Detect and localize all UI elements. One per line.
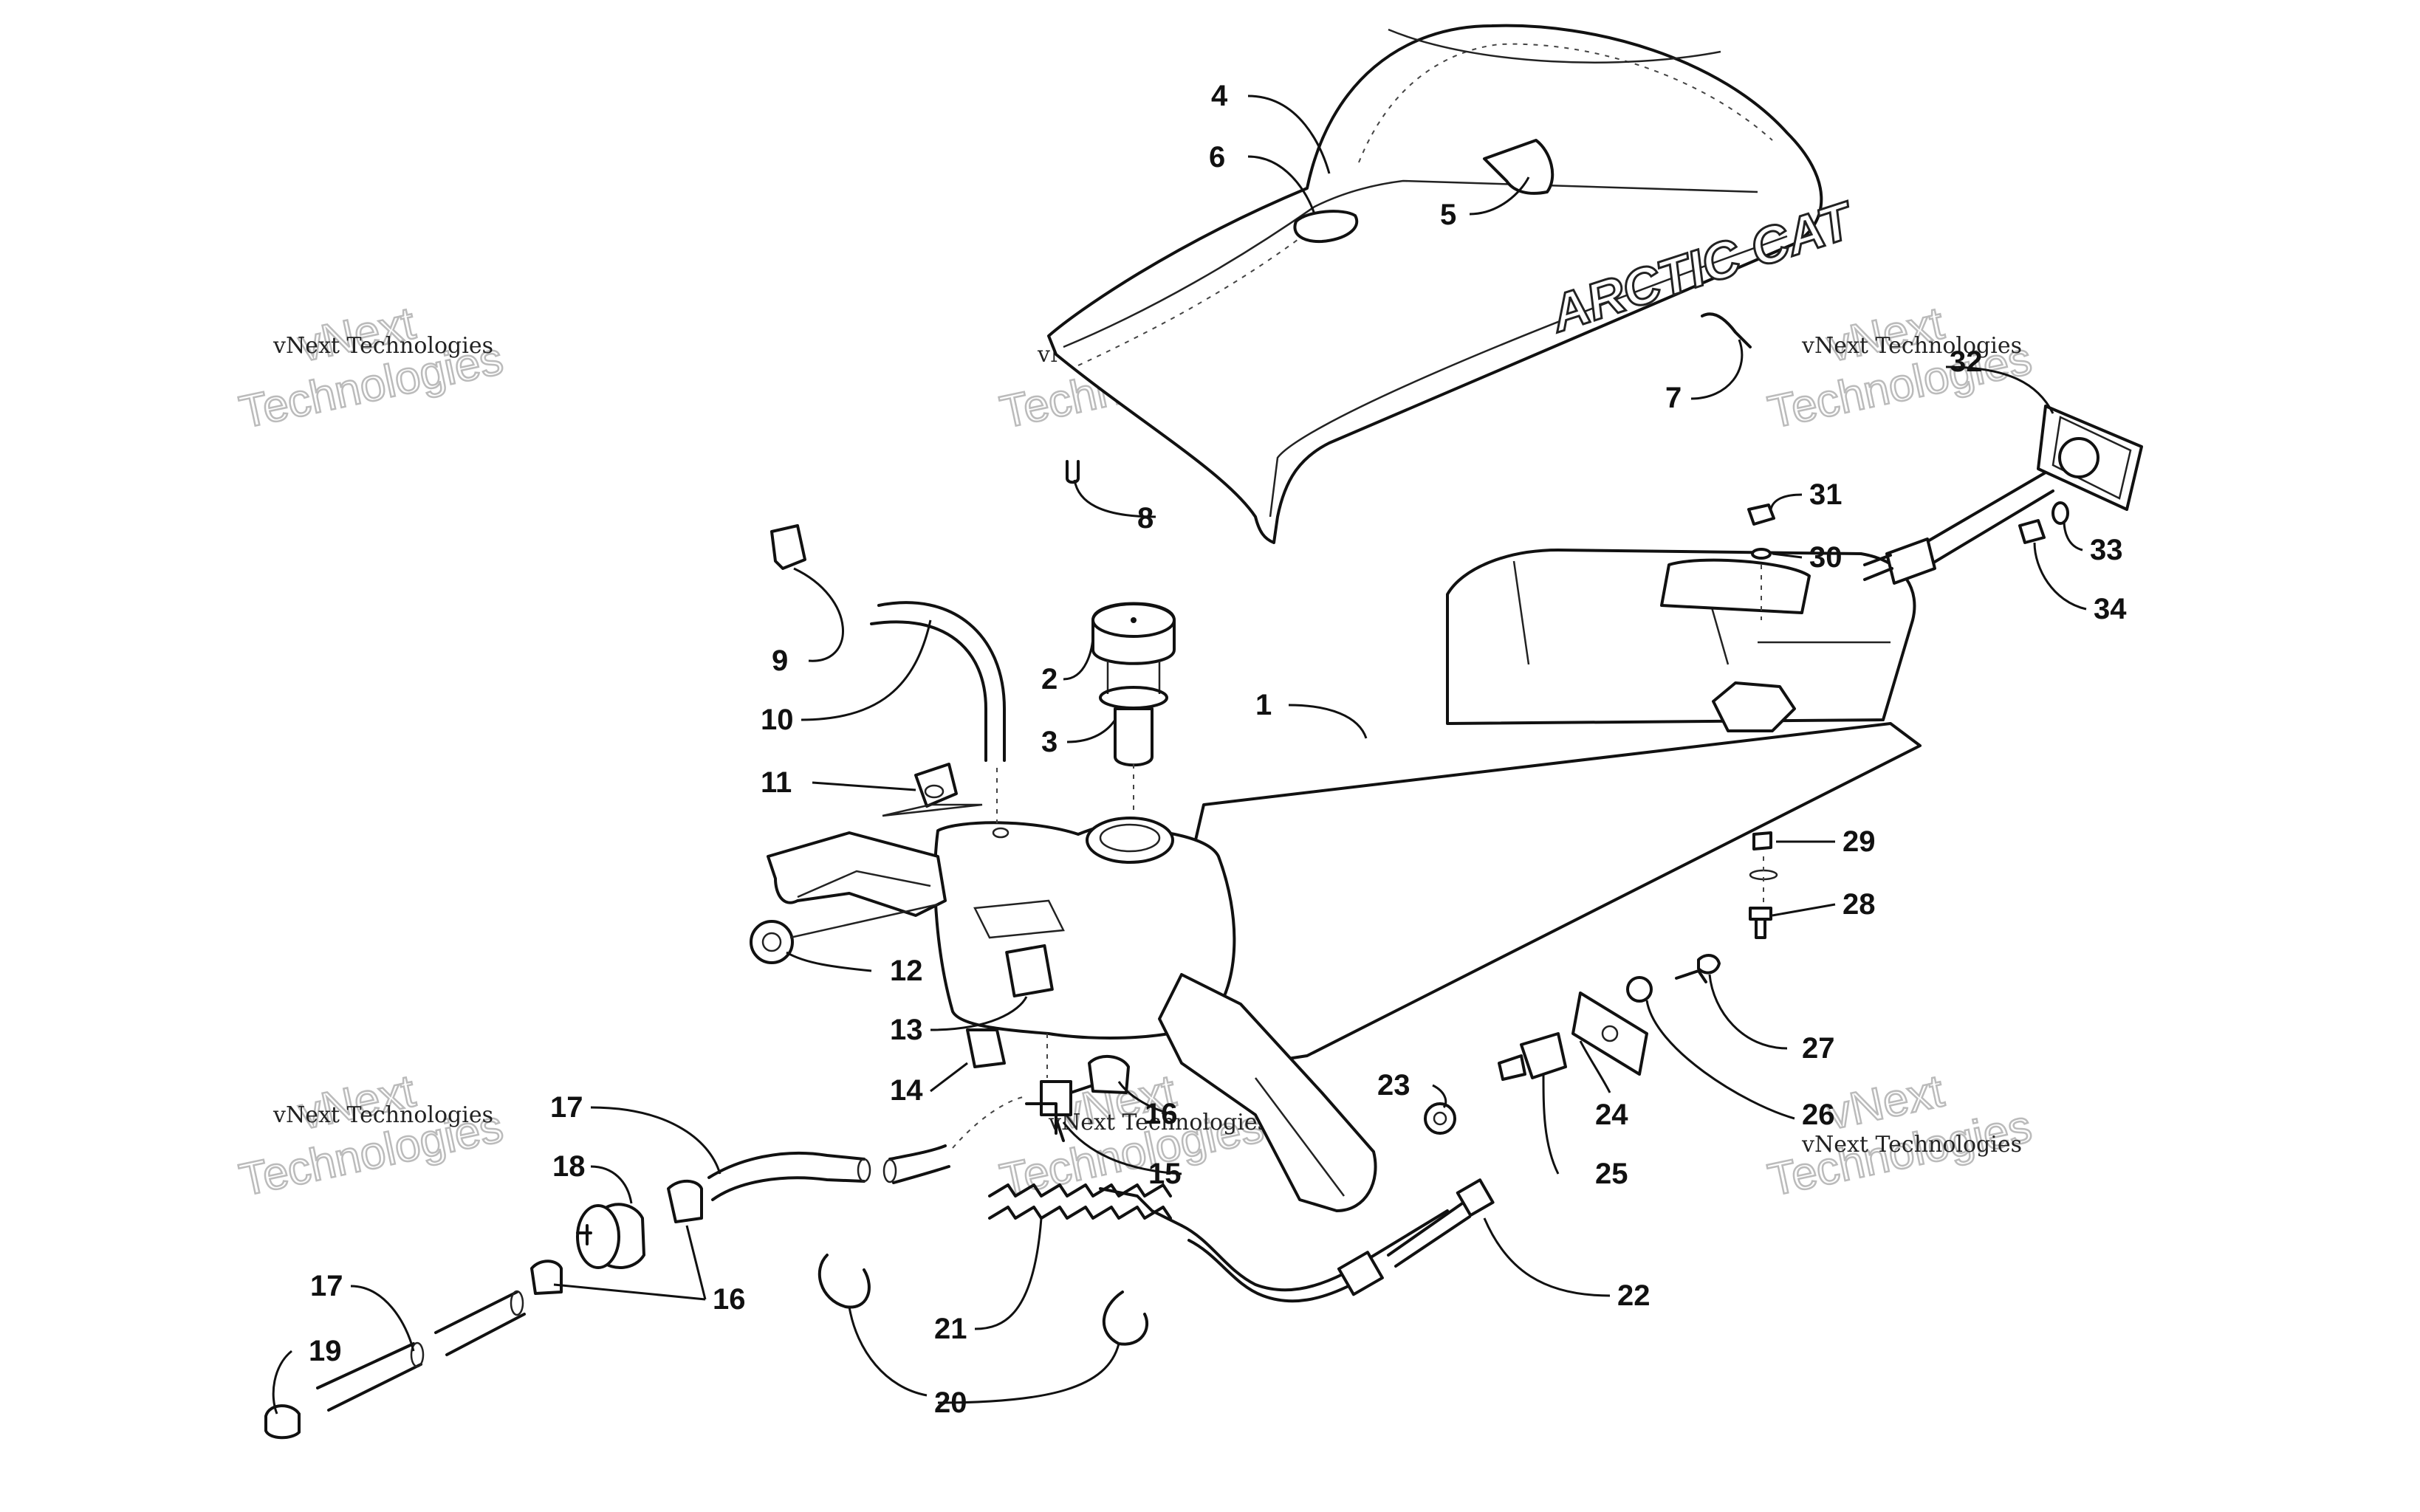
vent-grommet [770, 524, 806, 570]
svg-text:vNext Technologies: vNext Technologies [272, 333, 493, 359]
callout-18: 18 [552, 1150, 586, 1183]
callout-25: 25 [1595, 1158, 1628, 1190]
callout-8: 8 [1137, 502, 1154, 535]
washer-29 [1749, 831, 1778, 881]
filler-strainer [1114, 707, 1154, 767]
callout-31: 31 [1809, 478, 1843, 511]
callout-13: 13 [890, 1014, 923, 1046]
callout-1: 1 [1255, 689, 1272, 721]
fuel-filter [576, 1203, 645, 1270]
nut-23 [1424, 1102, 1456, 1135]
seat-vent [1293, 210, 1359, 244]
callout-26: 26 [1802, 1099, 1835, 1131]
callout-5: 5 [1440, 199, 1456, 231]
callout-30: 30 [1809, 541, 1843, 574]
callout-6: 6 [1209, 141, 1225, 173]
callout-7: 7 [1665, 382, 1682, 414]
svg-text:vNext Technologies: vNext Technologies [1048, 1110, 1269, 1135]
callout-labels: 4 6 5 7 8 9 10 2 3 1 11 12 13 14 16 15 1… [309, 80, 2127, 1419]
watermark-3: Technologies vNext vNext Technologies [1763, 297, 2037, 439]
callout-4: 4 [1211, 80, 1228, 112]
clamp-20-left [817, 1254, 871, 1309]
nut-34 [2018, 519, 2046, 544]
svg-text:vNext Technologies: vNext Technologies [272, 1102, 493, 1128]
callout-17-upper: 17 [550, 1091, 583, 1124]
callout-19: 19 [309, 1335, 342, 1367]
spring [988, 1183, 1172, 1220]
callout-2: 2 [1041, 663, 1058, 695]
callout-23: 23 [1377, 1069, 1410, 1102]
primer-cable [1099, 1178, 1495, 1303]
callout-15: 15 [1148, 1158, 1182, 1190]
fuel-cap [1091, 602, 1176, 709]
vent-cap [882, 763, 983, 817]
callout-21: 21 [934, 1313, 967, 1345]
clamp-20-right [1102, 1291, 1149, 1346]
tank-label-plate [1005, 944, 1054, 998]
tank-rear-cap [1712, 681, 1796, 732]
leader-lines [272, 94, 2087, 1415]
tank-rear-opening [1660, 558, 1811, 614]
seat-clip [1066, 460, 1080, 484]
bolt-28 [1749, 907, 1772, 939]
seat-hook [1701, 312, 1752, 348]
bracket-plate [1571, 992, 1648, 1076]
callout-3: 3 [1041, 726, 1058, 758]
washer-30 [1751, 548, 1772, 560]
nut-31 [1747, 504, 1775, 526]
clamp-16-filter-out [530, 1260, 563, 1295]
fuel-hose-upper [707, 1144, 950, 1201]
svg-text:vNext Technologies: vNext Technologies [1801, 333, 2022, 359]
callout-33: 33 [2090, 534, 2123, 566]
handlebar-switch [1863, 405, 2143, 585]
callout-22: 22 [1617, 1279, 1651, 1312]
callout-20: 20 [934, 1386, 967, 1419]
callout-14: 14 [890, 1074, 923, 1107]
svg-text:vNext Technologies: vNext Technologies [1801, 1132, 2022, 1158]
callout-29: 29 [1843, 825, 1876, 858]
callout-9: 9 [772, 645, 788, 677]
seat: ARCTIC CAT [1047, 24, 1863, 544]
washer-33 [2051, 501, 2069, 525]
clamp-16-filter-in [667, 1179, 703, 1223]
callout-32: 32 [1950, 346, 1983, 378]
hose-clamp-19 [264, 1404, 301, 1440]
callout-16-lower: 16 [713, 1283, 746, 1316]
watermark-1: Technologies vNext vNext Technologies [234, 297, 508, 439]
clamp-16-upper [1088, 1054, 1130, 1094]
callout-11: 11 [761, 766, 792, 799]
callout-12: 12 [890, 955, 923, 987]
nut-26 [1626, 976, 1653, 1003]
watermark-6: Technologies vNext vNext Technologies [1763, 1065, 2037, 1207]
push-nut [750, 920, 794, 964]
callout-28: 28 [1843, 888, 1876, 921]
callout-17-lower: 17 [310, 1270, 343, 1302]
callout-34: 34 [2094, 593, 2127, 625]
callout-16-upper: 16 [1145, 1098, 1178, 1130]
fuel-shutoff-valve [1025, 1080, 1094, 1142]
callout-10: 10 [761, 704, 794, 736]
fuel-tank [767, 549, 1922, 1212]
callout-27: 27 [1802, 1032, 1835, 1065]
watermark-4: Technologies vNext vNext Technologies [234, 1065, 508, 1207]
fuel-hose-lower [316, 1290, 526, 1412]
vent-hose [877, 601, 1006, 762]
callout-24: 24 [1595, 1099, 1628, 1131]
ignition-key [1675, 954, 1721, 983]
seat-strap [1483, 139, 1555, 195]
cap-gasket [1099, 686, 1168, 709]
switch [1498, 1032, 1567, 1081]
clip-14 [966, 1028, 1006, 1068]
